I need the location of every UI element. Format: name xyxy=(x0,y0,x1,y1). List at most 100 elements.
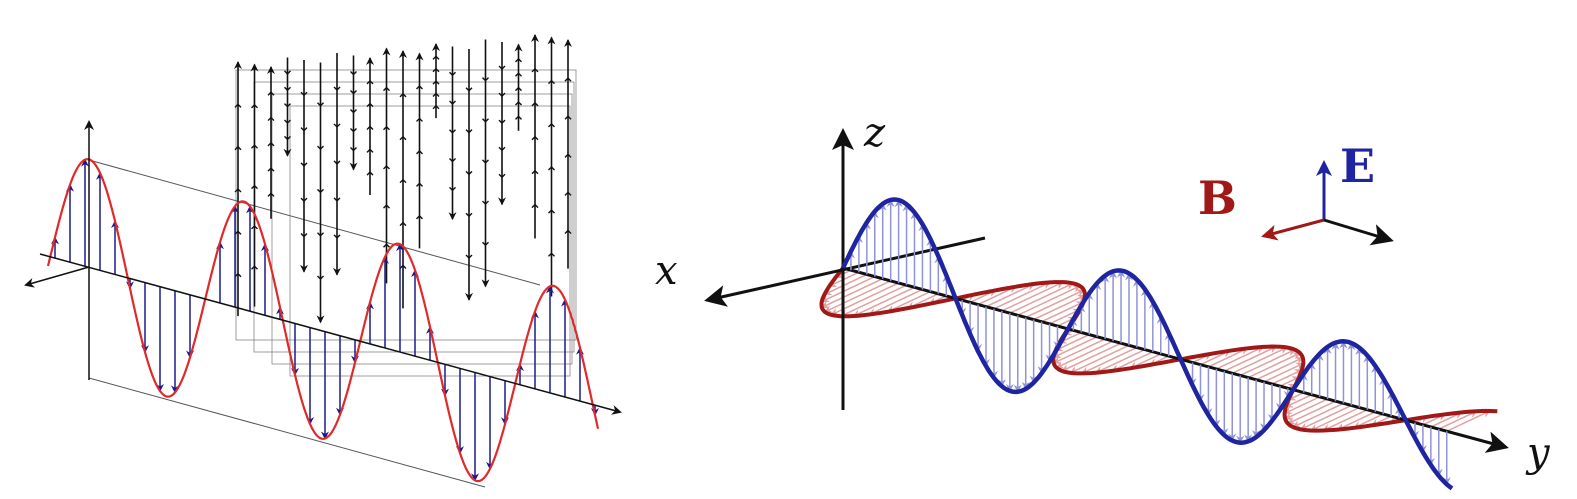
field-arrow-tick xyxy=(482,77,489,82)
field-arrow-tick xyxy=(531,169,539,175)
field-arrow-tick xyxy=(416,214,423,220)
b-field-vector xyxy=(1069,344,1130,374)
b-field-vector xyxy=(1052,338,1106,364)
b-field-vector xyxy=(1223,345,1278,372)
field-arrow-tick xyxy=(284,70,291,75)
b-field-vector xyxy=(985,283,1036,308)
legend-b-arrow xyxy=(1261,218,1325,241)
b-field-wave xyxy=(819,266,1498,433)
b-field-vector xyxy=(1299,404,1352,431)
field-arrow-tick xyxy=(498,119,506,125)
b-field-vector xyxy=(868,288,923,316)
field-arrow-tick xyxy=(366,102,374,108)
lower-guide-line xyxy=(88,377,486,488)
b-field-vector xyxy=(1216,346,1265,370)
field-arrow-tick xyxy=(465,129,473,134)
b-field-vector xyxy=(1309,406,1360,432)
field-arrow-tick xyxy=(267,116,275,122)
field-arrow-tick xyxy=(515,115,522,120)
b-field-vector xyxy=(823,280,891,313)
b-field-vector xyxy=(823,273,868,296)
field-plane xyxy=(271,93,573,365)
b-field-vector xyxy=(1080,346,1138,375)
field-arrow-tick xyxy=(548,209,555,214)
sine-wave xyxy=(46,158,600,483)
field-arrow-tick xyxy=(432,67,440,73)
b-field-vector xyxy=(1284,394,1313,408)
field-arrow-tick xyxy=(482,200,489,206)
b-field-vector xyxy=(1033,294,1086,321)
field-arrow-tick xyxy=(465,212,473,218)
field-arrow-tick xyxy=(284,103,291,108)
b-field-vector xyxy=(839,284,907,317)
field-plane xyxy=(253,81,575,353)
e-field-vectors xyxy=(846,198,1451,486)
field-arrow-tick xyxy=(267,192,275,197)
field-arrow-tick xyxy=(449,129,456,134)
b-field-vector xyxy=(1284,398,1328,420)
field-arrow-tick xyxy=(449,158,456,163)
b-field-vector xyxy=(1287,400,1336,425)
field-arrow-tick xyxy=(234,188,242,193)
b-field-vector xyxy=(1017,285,1081,316)
field-arrow-tick xyxy=(531,67,539,73)
b-field-vector xyxy=(1055,340,1114,369)
field-arrow-tick xyxy=(300,232,308,238)
field-arrow-tick xyxy=(317,145,324,151)
field-arrow-tick xyxy=(300,91,308,97)
b-field-vector xyxy=(1025,289,1085,319)
field-arrow-tick xyxy=(548,122,555,128)
field-plane xyxy=(289,105,571,377)
x-axis-label: x xyxy=(655,248,678,294)
b-field-vector xyxy=(1094,348,1146,374)
b-field-vector xyxy=(1111,351,1154,372)
field-arrow-tick xyxy=(317,188,324,194)
b-field-vector xyxy=(1279,376,1301,387)
field-arrow-tick xyxy=(416,117,423,122)
field-arrow-tick xyxy=(333,86,341,91)
field-arrow-tick xyxy=(449,100,456,106)
field-arrow-tick xyxy=(498,92,506,98)
field-arrow-tick xyxy=(366,125,374,130)
legend-e-label: E xyxy=(1340,139,1375,193)
b-field-vector xyxy=(1208,347,1249,368)
field-arrow-tick xyxy=(267,167,275,172)
field-arrow-tick xyxy=(333,234,341,239)
field-arrow-tick xyxy=(383,125,390,131)
b-field-vector xyxy=(1336,411,1376,431)
field-arrow-tick xyxy=(350,147,357,152)
field-arrow-tick xyxy=(333,123,341,128)
b-field-vector xyxy=(993,281,1051,310)
field-arrow-tick xyxy=(366,148,374,153)
field-arrow-tick xyxy=(300,162,308,167)
field-arrow-tick xyxy=(284,119,291,125)
field-arrow-tick xyxy=(432,104,440,110)
field-arrow-tick xyxy=(515,101,522,106)
field-arrow-tick xyxy=(234,103,242,108)
right-wave-figure: x y z E B xyxy=(655,110,1551,491)
field-arrow-tick xyxy=(234,145,242,151)
field-arrow-tick xyxy=(432,92,440,97)
field-arrow-grid xyxy=(234,34,577,377)
field-arrow-tick xyxy=(317,232,324,237)
b-field-vector xyxy=(1041,301,1085,323)
field-arrow-tick xyxy=(251,265,258,270)
field-arrow-tick xyxy=(383,243,390,248)
field-arrow-tick xyxy=(234,230,242,235)
field-arrow-tick xyxy=(515,72,522,77)
b-field-vector xyxy=(1446,410,1491,432)
field-arrow-tick xyxy=(267,91,275,96)
field-arrow-tick xyxy=(515,86,522,92)
field-arrow-tick xyxy=(498,65,506,71)
b-field-vector xyxy=(1247,352,1301,379)
field-arrow-tick xyxy=(515,57,522,63)
field-arrow-tick xyxy=(548,252,555,257)
field-arrow-tick xyxy=(482,118,489,123)
field-arrow-tick xyxy=(531,101,539,107)
field-arrow-tick xyxy=(251,144,258,149)
legend-b-label: B xyxy=(1198,171,1237,225)
field-arrow-tick xyxy=(432,55,440,60)
field-arrow-tick xyxy=(383,164,390,170)
